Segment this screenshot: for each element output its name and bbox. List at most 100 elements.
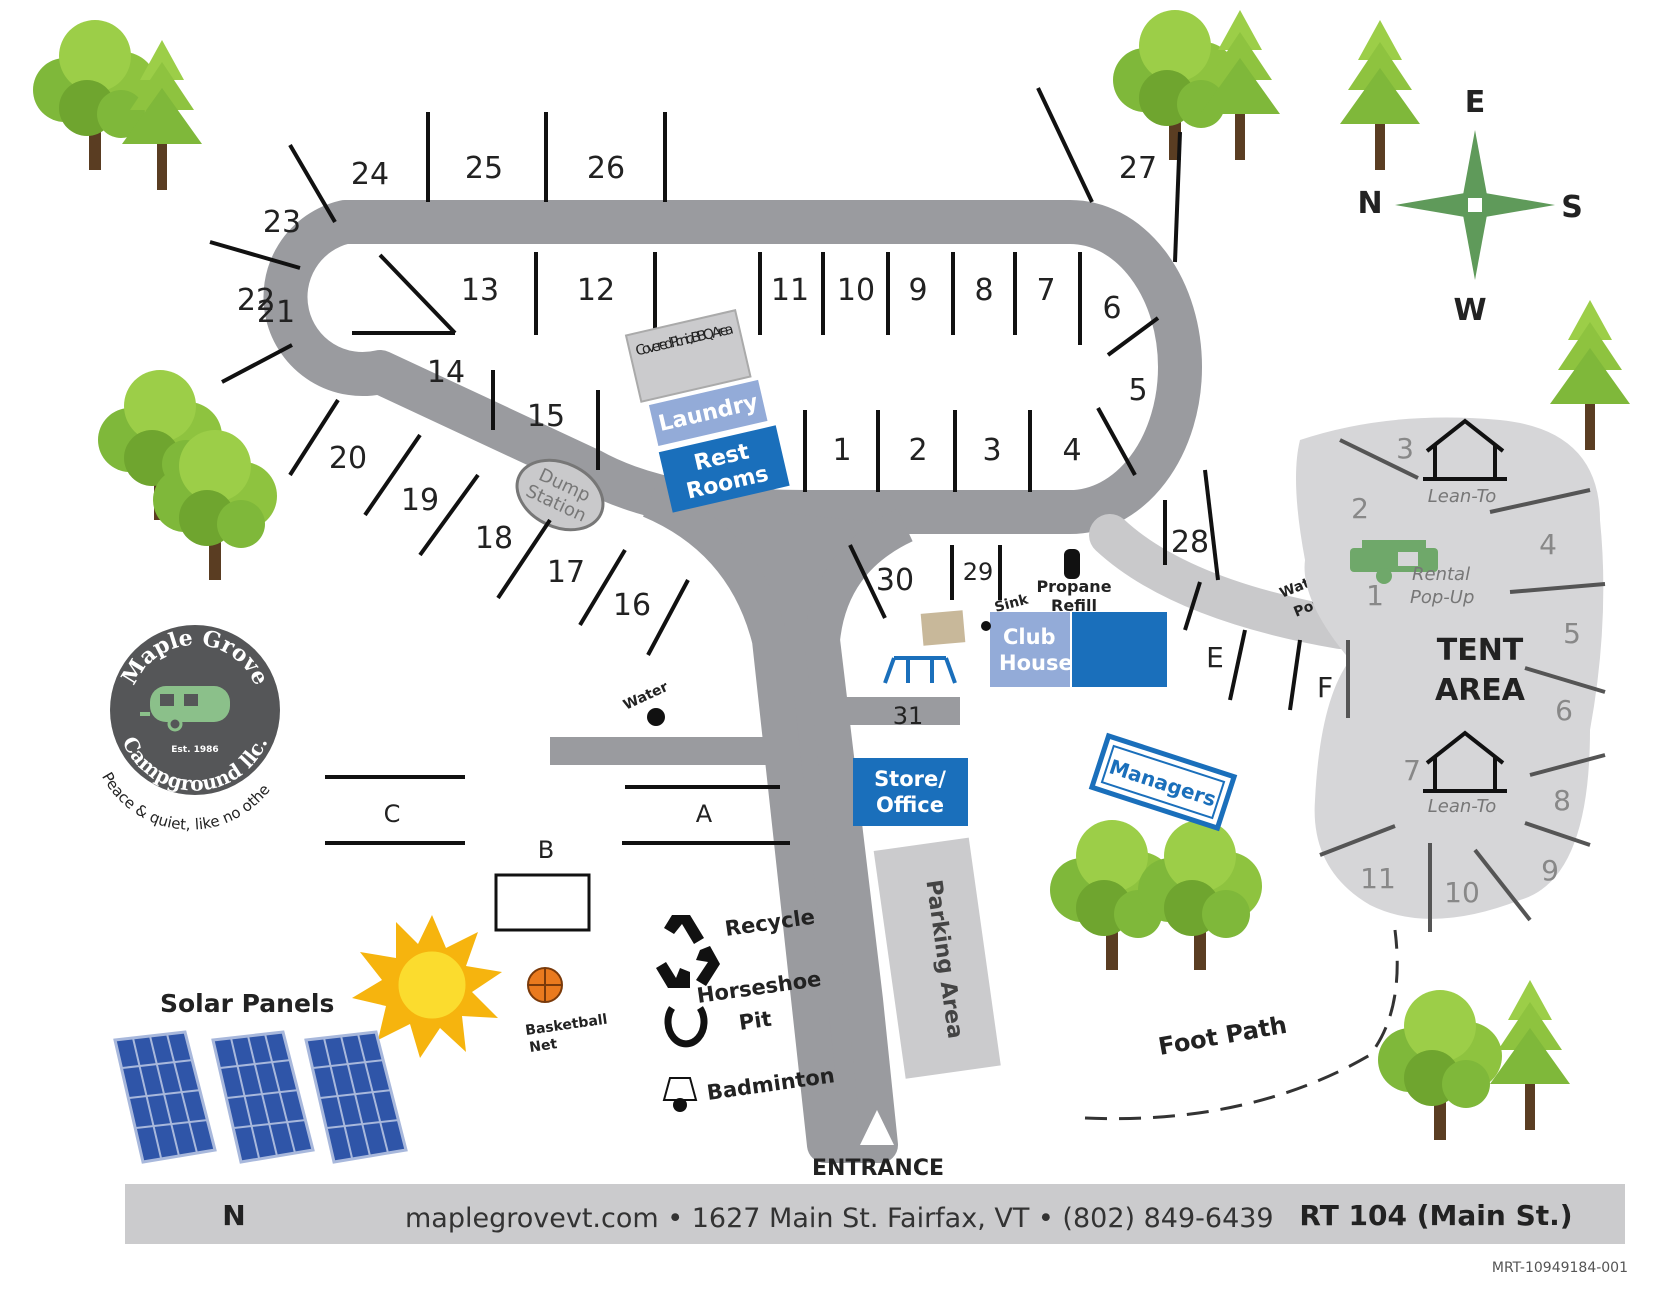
foot-path-line bbox=[1084, 929, 1399, 1121]
store-label-2: Office bbox=[876, 793, 944, 817]
svg-text:Basketball: Basketball bbox=[524, 1012, 608, 1039]
tree-icon bbox=[1138, 820, 1262, 970]
site-9: 9 bbox=[908, 273, 927, 308]
site-14: 14 bbox=[427, 355, 465, 390]
solar-panels bbox=[113, 1030, 408, 1164]
site-13: 13 bbox=[461, 273, 499, 308]
tent-site-3: 3 bbox=[1396, 432, 1414, 465]
tent-site-11: 11 bbox=[1360, 862, 1396, 895]
clubhouse-label-2: House bbox=[999, 651, 1073, 675]
sink-icon bbox=[981, 621, 991, 631]
rental-popup-icon bbox=[1350, 540, 1438, 584]
map-code: MRT-10949184-001 bbox=[1492, 1260, 1628, 1276]
site-5: 5 bbox=[1128, 373, 1147, 408]
site-31: 31 bbox=[893, 702, 924, 730]
site-29: 29 bbox=[963, 558, 994, 586]
water-icon bbox=[647, 708, 665, 726]
horseshoe-icon bbox=[664, 1006, 708, 1048]
site-numbers: 21 22 23 24 25 26 27 28 13 12 11 10 9 8 … bbox=[237, 151, 1333, 864]
tent-site-4: 4 bbox=[1539, 528, 1557, 561]
site-20: 20 bbox=[329, 441, 367, 476]
camper-icon bbox=[140, 686, 230, 732]
tree-icon bbox=[33, 20, 157, 170]
tree-icon bbox=[1378, 990, 1502, 1140]
tent-site-9: 9 bbox=[1541, 854, 1559, 887]
solar-panel-icon bbox=[113, 1030, 217, 1164]
site-30: 30 bbox=[876, 563, 914, 598]
foot-path-label: Foot Path bbox=[1156, 1011, 1289, 1061]
footer-bar: N maplegrovevt.com • 1627 Main St. Fairf… bbox=[125, 1184, 1625, 1244]
badminton-icon bbox=[662, 1077, 698, 1112]
solar-panel-icon bbox=[211, 1030, 315, 1164]
propane-icon bbox=[1064, 549, 1080, 579]
svg-text:Pit: Pit bbox=[737, 1007, 773, 1035]
site-B: B bbox=[538, 836, 554, 864]
site-23: 23 bbox=[263, 205, 301, 240]
recycle-icon bbox=[656, 915, 720, 988]
svg-text:W: W bbox=[1453, 293, 1486, 328]
sink-pad bbox=[920, 610, 966, 646]
site-A: A bbox=[696, 800, 713, 828]
site-19: 19 bbox=[401, 483, 439, 518]
tent-site-6: 6 bbox=[1555, 694, 1573, 727]
site-7: 7 bbox=[1036, 273, 1055, 308]
clubhouse-label-1: Club bbox=[1003, 625, 1056, 649]
svg-text:S: S bbox=[1561, 190, 1583, 225]
site-15: 15 bbox=[527, 399, 565, 434]
site-8: 8 bbox=[974, 273, 993, 308]
svg-text:AREA: AREA bbox=[1435, 673, 1526, 708]
site-B-pad bbox=[494, 873, 591, 932]
svg-text:Net: Net bbox=[528, 1036, 558, 1056]
clubhouse bbox=[990, 612, 1070, 687]
site-25: 25 bbox=[465, 151, 503, 186]
site-dividers bbox=[209, 87, 1354, 845]
solar-panel-icon bbox=[304, 1030, 408, 1164]
tent-site-5: 5 bbox=[1563, 617, 1581, 650]
site-21: 21 bbox=[257, 295, 295, 330]
compass-rose: E N S W bbox=[1357, 85, 1582, 328]
tent-area: Lean-To Lean-To Rental Pop-Up TENT AREA … bbox=[1296, 417, 1606, 932]
store-label-1: Store/ bbox=[874, 767, 946, 791]
site-1: 1 bbox=[832, 433, 851, 468]
svg-text:Rental: Rental bbox=[1412, 564, 1470, 585]
svg-text:TENT: TENT bbox=[1437, 633, 1524, 668]
basketball-icon bbox=[527, 967, 563, 1003]
site-12: 12 bbox=[577, 273, 615, 308]
buildings: Covered Picnic/BBQ Area Laundry Rest Roo… bbox=[523, 309, 1238, 1079]
site-6: 6 bbox=[1102, 291, 1121, 326]
svg-text:E: E bbox=[1465, 85, 1486, 120]
svg-text:Est. 1986: Est. 1986 bbox=[171, 745, 218, 755]
svg-text:Water: Water bbox=[621, 679, 671, 714]
tree-icon bbox=[1550, 300, 1630, 450]
parking-area: Parking Area bbox=[873, 837, 1001, 1079]
svg-text:Refill: Refill bbox=[1051, 596, 1097, 615]
footer-road: RT 104 (Main St.) bbox=[1299, 1199, 1572, 1232]
entrance-label: ENTRANCE bbox=[812, 1156, 944, 1181]
site-22: 22 bbox=[237, 283, 275, 318]
svg-text:Pop-Up: Pop-Up bbox=[1410, 587, 1474, 608]
site-E: E bbox=[1206, 641, 1224, 674]
svg-text:Lean-To: Lean-To bbox=[1428, 486, 1497, 507]
svg-text:N: N bbox=[1357, 186, 1382, 221]
site-3: 3 bbox=[982, 433, 1001, 468]
footer-north: N bbox=[222, 1199, 245, 1232]
site-F: F bbox=[1317, 671, 1333, 704]
tent-site-10: 10 bbox=[1444, 876, 1480, 909]
site-16: 16 bbox=[613, 588, 651, 623]
site-28: 28 bbox=[1171, 525, 1209, 560]
svg-text:Lean-To: Lean-To bbox=[1428, 796, 1497, 817]
solar-label: Solar Panels bbox=[160, 989, 334, 1018]
tent-site-7: 7 bbox=[1403, 754, 1421, 787]
site-2: 2 bbox=[908, 433, 927, 468]
managers-building: Managers bbox=[1088, 732, 1238, 832]
tree-icon bbox=[1490, 980, 1570, 1130]
sun-icon bbox=[352, 915, 502, 1058]
playground-icon bbox=[883, 656, 957, 684]
picnic-area: Covered Picnic/BBQ Area bbox=[624, 309, 752, 403]
site-4: 4 bbox=[1062, 433, 1081, 468]
tree-icon bbox=[1113, 10, 1237, 160]
site-11: 11 bbox=[771, 273, 809, 308]
clubhouse-annex bbox=[1072, 612, 1167, 687]
tree-icon bbox=[1340, 20, 1420, 170]
